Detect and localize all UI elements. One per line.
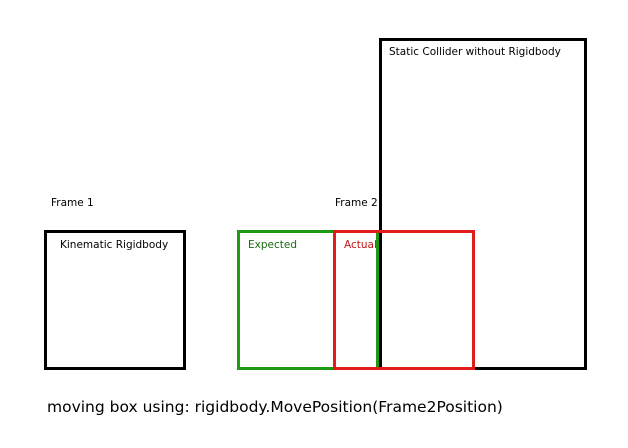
kinematic-rigidbody-label: Kinematic Rigidbody xyxy=(60,239,169,251)
static-collider-label: Static Collider without Rigidbody xyxy=(389,46,561,58)
kinematic-rigidbody-box xyxy=(44,230,186,370)
static-collider-box xyxy=(379,38,587,370)
actual-position-box xyxy=(333,230,475,370)
diagram-caption: moving box using: rigidbody.MovePosition… xyxy=(47,398,503,416)
actual-label: Actual xyxy=(344,239,377,251)
expected-label: Expected xyxy=(248,239,297,251)
expected-position-box xyxy=(237,230,379,370)
frame1-label: Frame 1 xyxy=(51,197,94,209)
frame2-label: Frame 2 xyxy=(335,197,378,209)
